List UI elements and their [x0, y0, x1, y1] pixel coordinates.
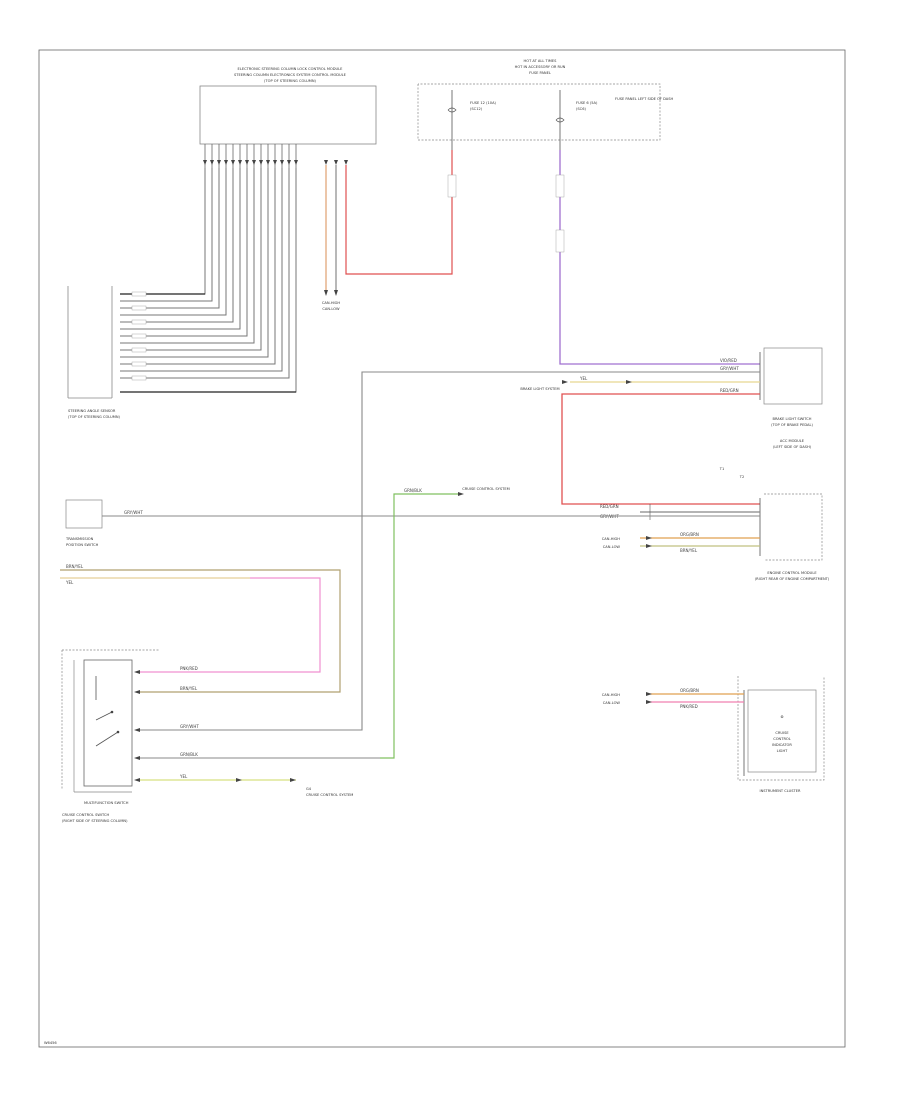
fuse-a-sub: (SC12) — [470, 107, 483, 111]
fuse-c-label: FUSE PANEL LEFT SIDE OF DASH — [615, 97, 674, 101]
olive-wire-label: BRN/YEL — [66, 564, 84, 569]
ecm-red-label: RED/GRN — [600, 504, 619, 509]
mfs-wires — [140, 729, 380, 781]
fuse-b-label: FUSE 6 (5A) — [576, 101, 598, 105]
green-wire — [380, 493, 460, 759]
ecm-wires — [640, 504, 760, 547]
ic-title: INSTRUMENT CLUSTER — [760, 789, 801, 793]
ts-title-1: TRANSMISSION — [65, 537, 94, 541]
olive-wire — [60, 569, 341, 693]
steering-column-module: ELECTRONIC STEERING COLUMN LOCK CONTROL … — [199, 67, 377, 168]
ecm-title-2: (RIGHT REAR OF ENGINE COMPARTMENT) — [755, 577, 830, 581]
pink-wire-label-top: YEL — [65, 580, 74, 585]
fuse-b-sub: (SC6) — [576, 107, 586, 111]
red-wire — [561, 393, 760, 505]
pin-t1: T1 — [719, 467, 724, 471]
ecm-title-1: ENGINE CONTROL MODULE — [767, 571, 817, 575]
blm-title-3: ACC MODULE — [780, 439, 805, 443]
ref-cruise-sys: CRUISE CONTROL SYSTEM — [306, 793, 353, 797]
mfs-yellow-label: YEL — [179, 774, 188, 779]
violet-wire — [559, 150, 760, 365]
cruise-indicator-icon: ⚙ — [780, 715, 783, 719]
gray-long-wire — [352, 371, 760, 731]
gray-wire-label: GRY/WHT — [720, 366, 739, 371]
ic-inner-2: CONTROL — [773, 737, 791, 741]
transmission-switch: TRANSMISSION POSITION SWITCH — [65, 499, 103, 547]
blm-title-4: (LEFT SIDE OF DASH) — [773, 445, 812, 449]
brake-light-module: BRAKE LIGHT SWITCH (TOP OF BRAKE PEDAL) … — [759, 347, 823, 449]
ref-cruise-control: CRUISE CONTROL SYSTEM — [462, 487, 509, 491]
fuse-title-3: FUSE PANEL — [529, 71, 551, 75]
ic-inner-1: CRUISE — [775, 731, 789, 735]
blm-title-2: (TOP OF BRAKE PEDAL) — [771, 423, 813, 427]
fuse-title-2: HOT IN ACCESSORY OR RUN — [515, 65, 566, 69]
page-border — [38, 49, 846, 1048]
bundle-wire-tags — [131, 291, 147, 381]
engine-control-module: ENGINE CONTROL MODULE (RIGHT REAR OF ENG… — [719, 467, 830, 581]
fuse-panel: HOT AT ALL TIMES HOT IN ACCESSORY OR RUN… — [417, 59, 674, 150]
blm-title-1: BRAKE LIGHT SWITCH — [772, 417, 811, 421]
scm-title-2: STEERING COLUMN ELECTRONICS SYSTEM CONTR… — [234, 73, 347, 77]
mfs-olive-label: BRN/YEL — [180, 686, 198, 691]
instrument-cluster: ⚙ CRUISE CONTROL INDICATOR LIGHT INSTRUM… — [737, 676, 825, 793]
mfs-pin-arrows — [134, 670, 140, 782]
ref-brake-light: BRAKE LIGHT SYSTEM — [520, 387, 559, 391]
mfs-pink-label: PNK/RED — [180, 666, 198, 671]
mfs-title-1: MULTIFUNCTION SWITCH — [84, 801, 129, 805]
pink-wire — [60, 577, 321, 673]
ts-title-2: POSITION SWITCH — [66, 543, 99, 547]
mfs-gray-label: GRY/WHT — [180, 724, 199, 729]
violet-wire-label: VIO/RED — [720, 358, 737, 363]
red-wire-label: RED/GRN — [720, 388, 739, 393]
scm-box — [199, 85, 377, 145]
ref-can-low-1: CAN-LOW — [322, 307, 340, 311]
fuse-title-1: HOT AT ALL TIMES — [524, 59, 558, 63]
ecm-brown-label: BRN/YEL — [680, 548, 698, 553]
sas-title-1: STEERING ANGLE SENSOR — [68, 409, 116, 413]
fuse-a-label: FUSE 12 (10A) — [470, 101, 497, 105]
ref-can-low-2: CAN-LOW — [603, 545, 621, 549]
mfs-green-label: GRN/BLK — [180, 752, 198, 757]
multifunction-switch: MULTIFUNCTION SWITCH CRUISE CONTROL SWIT… — [61, 649, 160, 823]
mfs-title-3: (RIGHT SIDE OF STEERING COLUMN) — [62, 819, 128, 823]
steering-angle-sensor: STEERING ANGLE SENSOR (TOP OF STEERING C… — [67, 286, 121, 419]
ref-ground: G4 — [306, 787, 312, 791]
ic-inner-3: INDICATOR — [772, 743, 792, 747]
sas-title-2: (TOP OF STEERING COLUMN) — [68, 415, 121, 419]
steering-bundle-wires — [120, 168, 297, 393]
trans-wire-label: GRY/WHT — [124, 510, 143, 515]
scm-title-1: ELECTRONIC STEERING COLUMN LOCK CONTROL … — [238, 67, 344, 71]
footer-code: W6456 — [44, 1041, 57, 1045]
pin-t2: T2 — [739, 475, 744, 479]
ecm-orange-label: ORG/BRN — [680, 532, 699, 537]
ic-ref-can-low: CAN-LOW — [603, 701, 621, 705]
scm-title-3: (TOP OF STEERING COLUMN) — [264, 79, 317, 83]
ref-can-high-1: CAN-HIGH — [322, 301, 340, 305]
ic-pink-label: PNK/RED — [680, 704, 698, 709]
ic-ref-can-high: CAN-HIGH — [602, 693, 620, 697]
ic-wires — [648, 693, 744, 703]
ref-can-high-2: CAN-HIGH — [602, 537, 620, 541]
scm-can-wires — [325, 150, 453, 292]
ic-orange-label: ORG/BRN — [680, 688, 699, 693]
ic-inner-4: LIGHT — [777, 749, 789, 753]
mfs-title-2: CRUISE CONTROL SWITCH — [62, 813, 109, 817]
yellow-wire-label: YEL — [579, 376, 588, 381]
green-wire-label: GRN/BLK — [404, 488, 422, 493]
